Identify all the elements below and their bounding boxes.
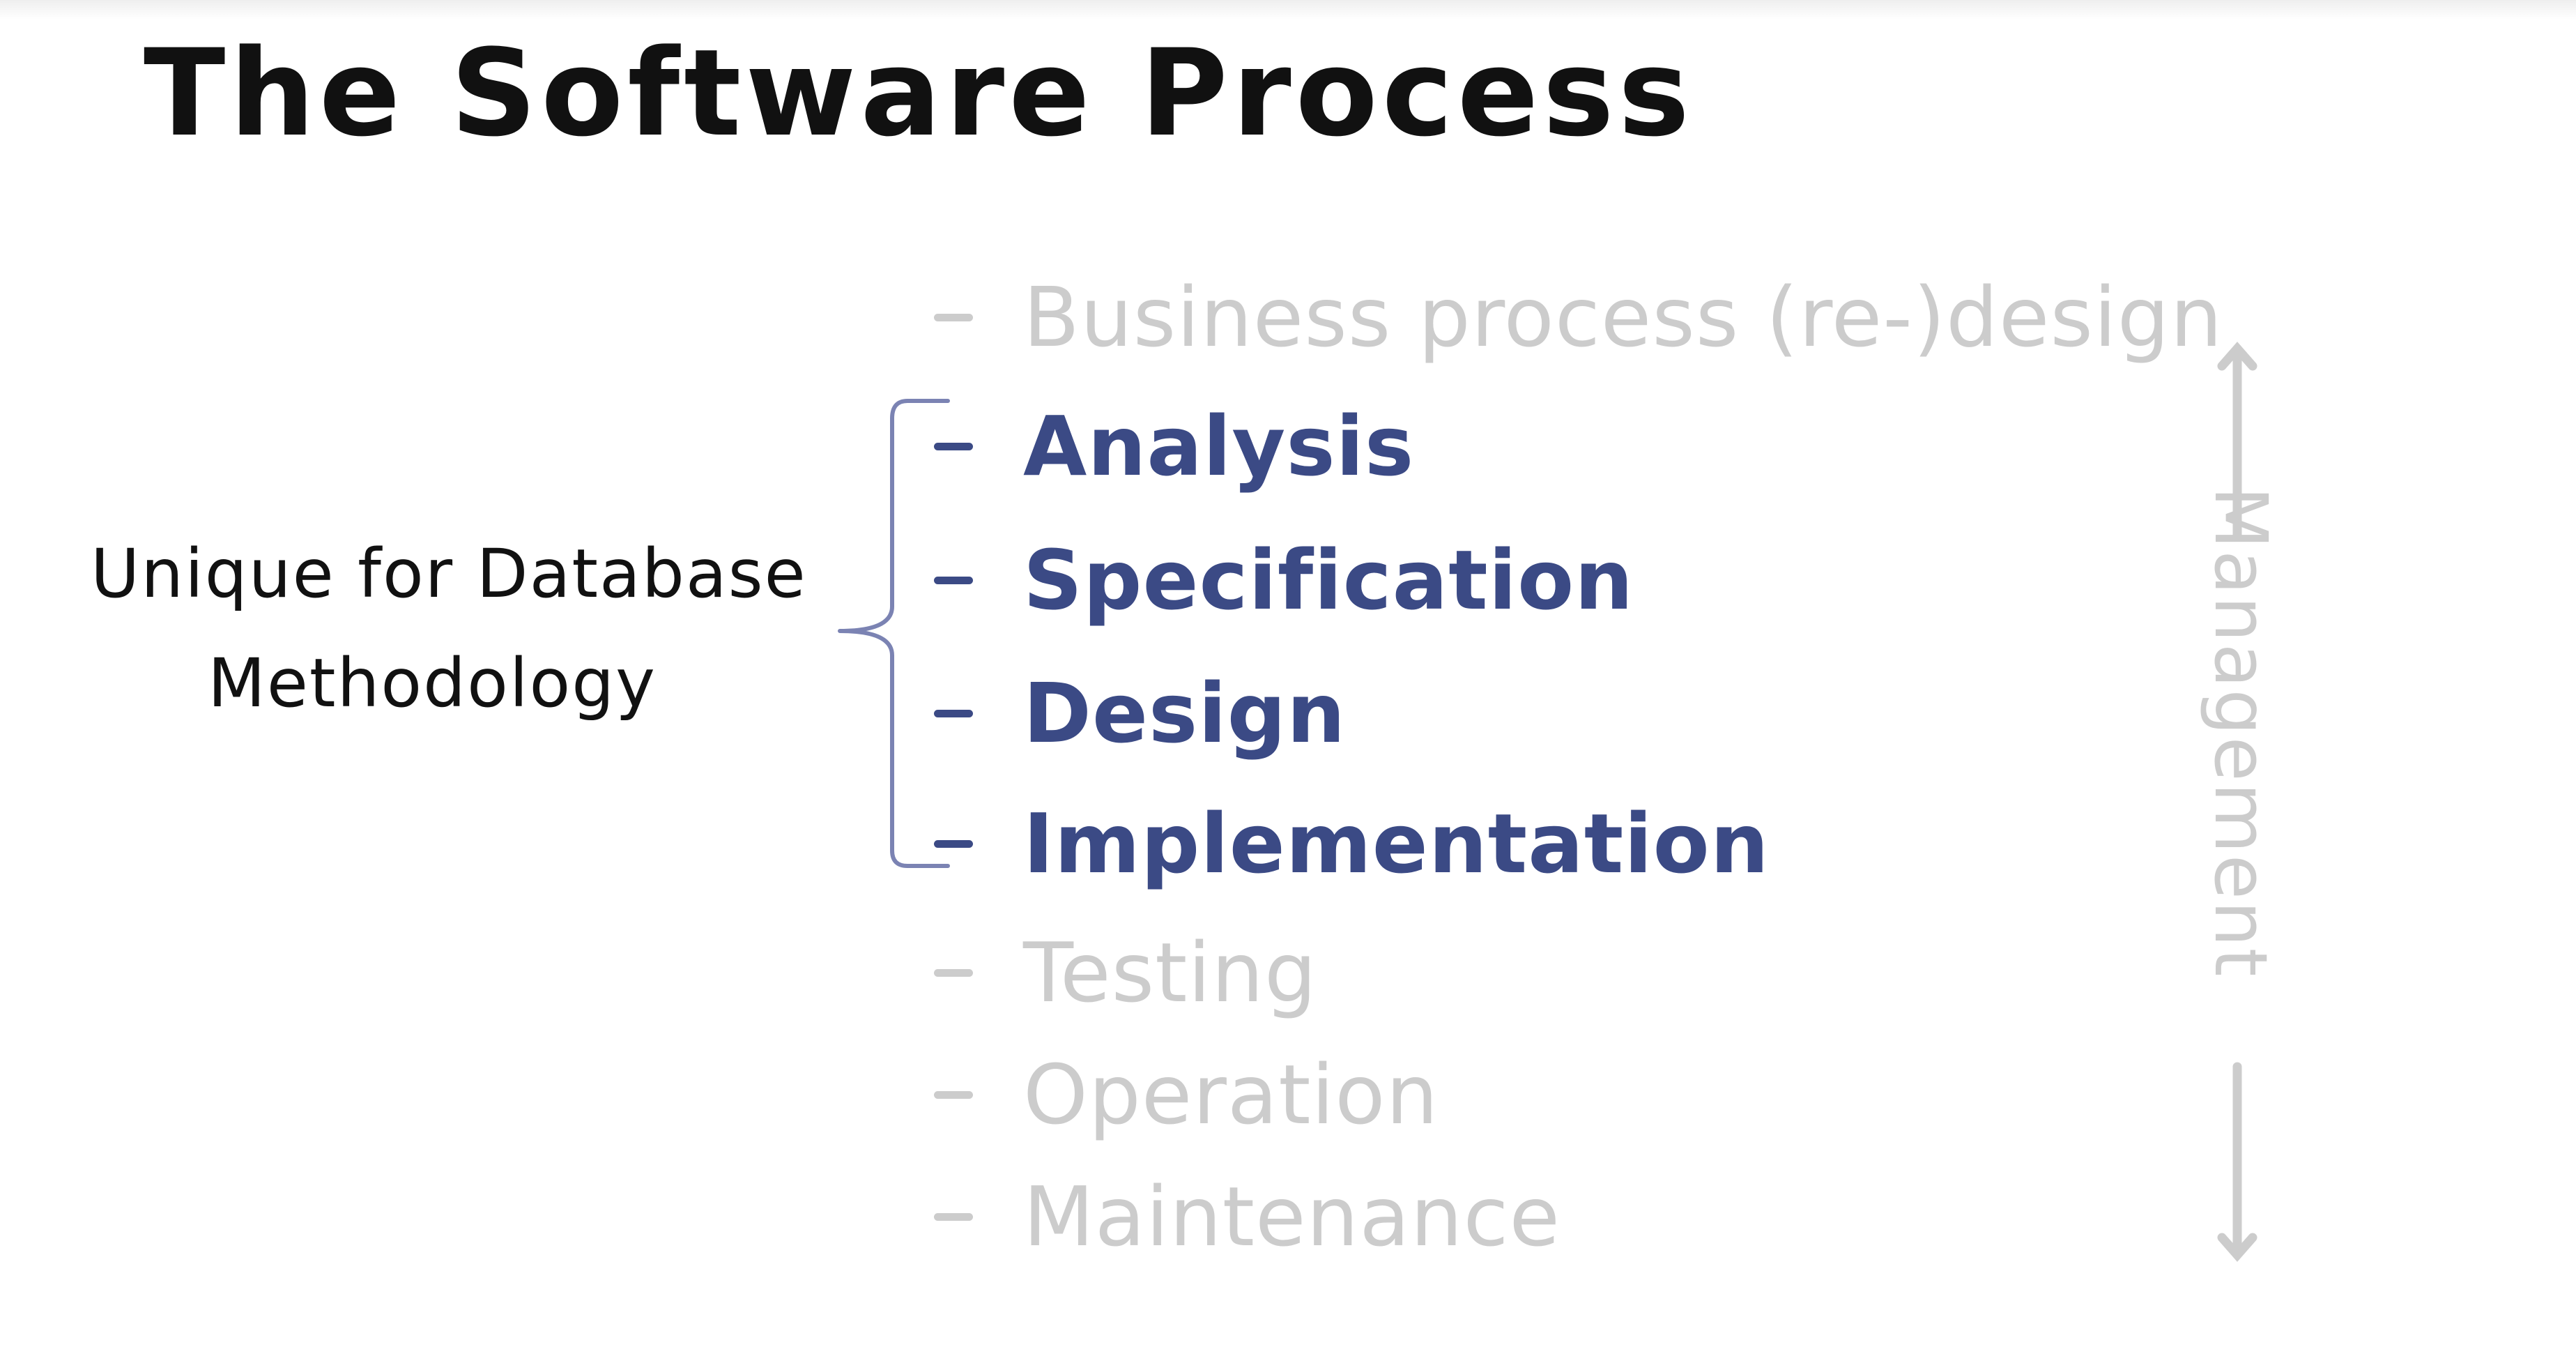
step-operation: Operation [934,1042,1439,1147]
step-label: Business process (re-)design [1023,269,2223,365]
step-analysis: Analysis [934,394,1414,499]
management-label: Management [2198,486,2283,978]
step-specification: Specification [934,528,1634,632]
step-label: Maintenance [1023,1169,1561,1265]
curly-bracket [838,399,950,868]
dash-bullet [934,968,973,977]
dash-bullet [934,576,973,584]
step-label: Design [1023,665,1347,761]
side-label-line-2: Methodology [208,644,657,722]
step-testing: Testing [934,920,1317,1025]
step-implementation: Implementation [934,791,1770,896]
step-label: Implementation [1023,796,1770,892]
top-strip [0,0,2576,20]
dash-bullet [934,709,973,717]
dash-bullet [934,1212,973,1221]
side-label-line-1: Unique for Database [91,535,807,613]
step-maintenance: Maintenance [934,1164,1561,1269]
step-design: Design [934,661,1346,766]
step-label: Operation [1023,1047,1439,1143]
step-label: Testing [1023,924,1317,1021]
arrow-up-head [2217,342,2257,371]
step-label: Analysis [1023,398,1415,494]
page-title: The Software Process [144,23,1694,163]
dash-bullet [934,442,973,450]
dash-bullet [934,313,973,321]
arrow-down-head [2217,1233,2257,1262]
step-business-process-redesign: Business process (re-)design [934,265,2223,370]
dash-bullet [934,839,973,848]
step-label: Specification [1023,532,1634,628]
dash-bullet [934,1090,973,1099]
